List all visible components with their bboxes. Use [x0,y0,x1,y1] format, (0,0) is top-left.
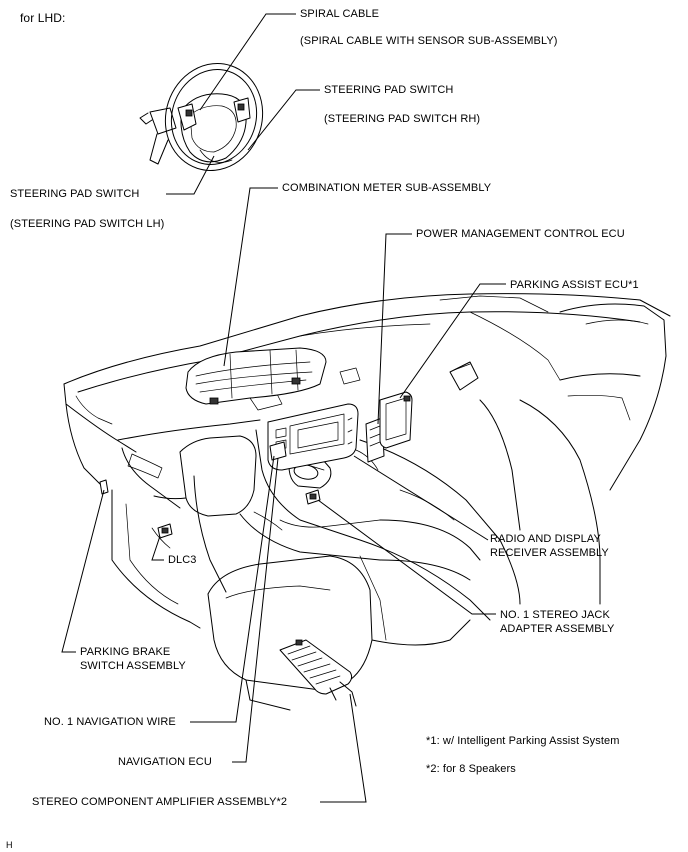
footnote-2: *2: for 8 Speakers [426,763,516,775]
steering-pad-rh-sub-label: (STEERING PAD SWITCH RH) [324,113,481,125]
parking-assist-ecu-label: PARKING ASSIST ECU*1 [510,279,639,291]
radio-display-label-line2: RECEIVER ASSEMBLY [490,547,609,559]
parking-brake-switch-illustration [99,479,109,495]
steering-pad-rh-label: STEERING PAD SWITCH [324,84,454,96]
radio-display-illustration [267,403,359,471]
steering-wheel-illustration [139,63,264,171]
power-mgmt-ecu-label: POWER MANAGEMENT CONTROL ECU [416,228,625,240]
spiral-cable-label: SPIRAL CABLE [300,8,380,20]
navigation-ecu-illustration [269,441,287,461]
dlc3-illustration [157,523,173,539]
leader-lines [61,13,506,803]
stereo-jack-label-line1: NO. 1 STEREO JACK [500,609,610,621]
spiral-cable-sub-label: (SPIRAL CABLE WITH SENSOR SUB-ASSEMBLY) [300,35,558,47]
stereo-amplifier-illustration [279,639,357,707]
steering-pad-lh-label: STEERING PAD SWITCH [10,188,140,200]
combination-meter-label: COMBINATION METER SUB-ASSEMBLY [282,182,492,194]
combination-meter-illustration [185,347,327,405]
parking-brake-label-line1: PARKING BRAKE [80,646,171,658]
variant-label: for LHD: [20,11,66,25]
dlc3-label: DLC3 [168,554,197,566]
footnote-1: *1: w/ Intelligent Parking Assist System [426,735,620,747]
stereo-jack-illustration [305,489,321,505]
parking-assist-ecu-illustration [379,391,413,449]
radio-display-label-line1: RADIO AND DISPLAY [490,533,601,545]
figure-code: H [6,840,13,850]
parking-brake-label-line2: SWITCH ASSEMBLY [80,660,186,672]
nav-ecu-label: NAVIGATION ECU [118,756,212,768]
nav-wire-label: NO. 1 NAVIGATION WIRE [44,716,176,728]
stereo-jack-label-line2: ADAPTER ASSEMBLY [500,623,615,635]
steering-pad-lh-sub-label: (STEERING PAD SWITCH LH) [10,218,165,230]
stereo-amp-label: STEREO COMPONENT AMPLIFIER ASSEMBLY*2 [32,796,288,808]
dashboard-illustration [63,293,671,711]
